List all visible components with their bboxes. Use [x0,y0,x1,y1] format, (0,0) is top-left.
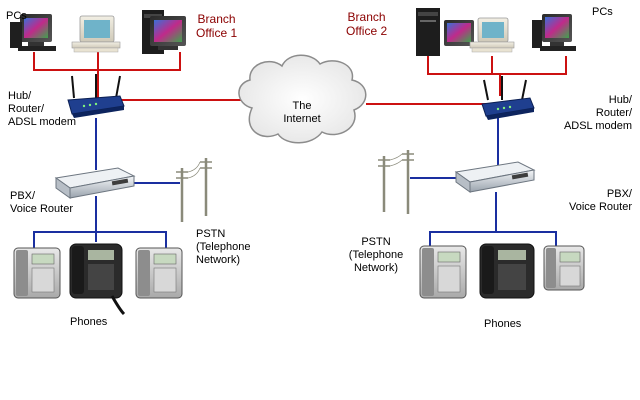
branch1-router-icon [67,74,125,118]
branch2-phone-left-icon [419,245,467,299]
branch1-title: Branch Office 1 [196,12,237,40]
branch1-pstn-line3: Network) [196,254,241,266]
branch2-pbx-icon [454,161,536,193]
branch1-pstn-line1: PSTN [196,228,226,240]
branch1-pbx-icon [54,167,136,199]
branch2-phones-label: Phones [484,318,522,330]
internet-line2: Internet [283,113,321,125]
branch2-pstn-label: PSTN (Telephone Network) [340,236,412,275]
branch2-phone-bus [429,231,557,246]
branch2-pstn-line1: PSTN [361,236,391,248]
branch1-phone-left-icon [13,247,61,299]
branch2-phone-right-icon [543,245,585,291]
branch2-pstn-line2: (Telephone [348,249,404,261]
internet-line1: The [292,100,312,112]
branch1-pbx-line2: Voice Router [10,203,73,215]
branch1-pc-right [142,10,186,54]
branch1-title-line1: Branch [197,12,236,26]
branch2-router-icon [481,76,535,120]
branch2-pbx-line1: PBX/ [606,188,632,200]
branch2-title-line1: Branch [347,10,386,24]
branch2-hub-line2: Router/ [595,107,632,119]
branch1-phone-right-icon [135,247,183,299]
branch2-hub-line3: ADSL modem [563,120,632,132]
branch2-pc-bus [427,56,567,75]
branch1-hub-line2: Router/ [8,103,45,115]
branch1-pbx-label: PBX/ Voice Router [10,190,73,216]
internet-label: The Internet [270,100,334,126]
voice-links [33,118,557,248]
branch1-pbx-line1: PBX/ [10,190,36,202]
branch2-pc-right [532,14,576,51]
branch2-title: Branch Office 2 [346,10,387,38]
branch2-pc-left [416,8,474,56]
branch2-pbx-label: PBX/ Voice Router [520,188,632,214]
branch1-hub-line3: ADSL modem [8,116,77,128]
branch2-pbx-line2: Voice Router [569,201,632,213]
branch1-pstn-line2: (Telephone [196,241,251,253]
branch1-pc-bus [33,52,181,71]
branch1-pstn-poles-icon [176,158,212,222]
branch2-title-line2: Office 2 [346,24,388,38]
branch2-hub-line1: Hub/ [608,94,632,106]
branch1-hub-label: Hub/ Router/ ADSL modem [8,90,76,129]
branch1-pc-middle [71,15,121,53]
branch2-pc-middle [469,17,515,53]
branch2-pstn-poles-icon [378,150,414,214]
branch2-pcs-label: PCs [592,6,613,18]
branch2-phone-center-icon [479,243,535,299]
branch1-hub-line1: Hub/ [8,90,32,102]
branch1-phone-center-icon [69,243,126,316]
branch1-pcs-label: PCs [6,10,27,22]
branch2-hub-label: Hub/ Router/ ADSL modem [520,94,632,133]
branch1-pstn-label: PSTN (Telephone Network) [196,228,250,267]
branch1-pc-left [10,14,56,51]
branch1-title-line2: Office 1 [196,26,238,40]
branch2-pstn-line3: Network) [353,262,398,274]
data-links [33,52,567,105]
internet-cloud [238,54,367,144]
branch1-phone-bus [33,231,167,248]
branch1-phones-label: Phones [70,316,108,328]
